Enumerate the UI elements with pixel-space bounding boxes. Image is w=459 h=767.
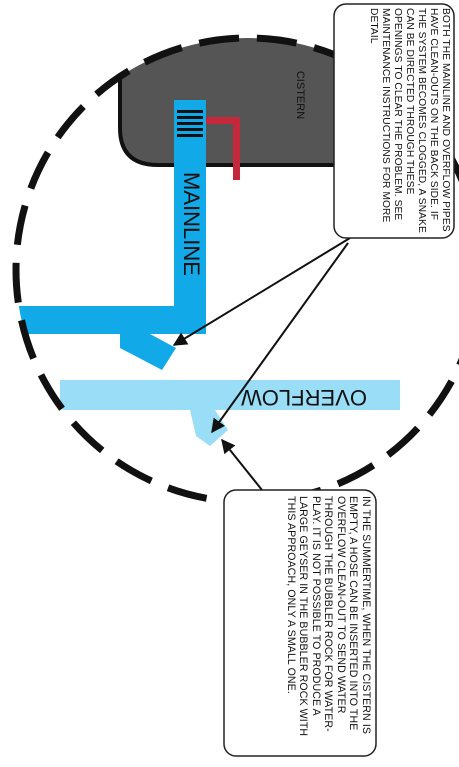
arrow-from-bottom-note (221, 438, 263, 491)
bottom-callout-text: IN THE SUMMERTIME, WHEN THE CISTERN IS E… (285, 496, 372, 737)
arrow-to-mainline-cleanout (172, 237, 351, 346)
detail-circle-contents (16, 38, 400, 446)
mainline-pipe (16, 100, 206, 370)
top-callout-text: BOTH THE MAINLINE AND OVERFLOW PIPES HAV… (367, 8, 451, 233)
mainline-label: MAINLINE (179, 172, 204, 276)
top-callout-box (333, 3, 455, 239)
cistern-label: CISTERN (294, 71, 306, 119)
leader-arrows (172, 237, 351, 491)
arrow-to-overflow-cleanout (211, 242, 349, 434)
mainline-outlet-grate (177, 110, 203, 137)
overflow-label: OVERFLOW (241, 385, 367, 410)
bubbler-pipe (205, 117, 240, 180)
overflow-pipe (60, 380, 400, 446)
bottom-callout-box (223, 489, 377, 757)
